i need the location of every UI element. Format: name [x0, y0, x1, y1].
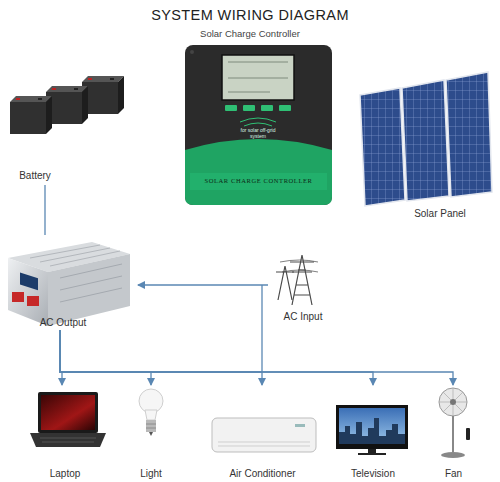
light-bulb-icon [139, 389, 163, 436]
appliance-node: Light [125, 385, 177, 482]
node-label: Fan [425, 468, 482, 480]
wire-connector [60, 330, 262, 385]
charge-controller [185, 45, 332, 205]
air-conditioner-icon [212, 418, 316, 452]
device-note: for solar off-grid system [232, 128, 284, 139]
charge-controller-node: Solar Charge ControllerSOLAR CHARGE CONT… [150, 27, 350, 207]
feed-wire [261, 285, 262, 372]
node-label: Light [125, 468, 177, 480]
node-label: Solar Panel [395, 208, 485, 220]
node-label: Battery [11, 170, 59, 182]
solar-panel-node: Solar Panel [355, 75, 495, 220]
wire-connector [60, 330, 151, 385]
diagram-title: SYSTEM WIRING DIAGRAM [0, 7, 500, 24]
node-label: AC Output [18, 317, 108, 329]
inverter-node: AC Output [3, 235, 138, 330]
fan-icon [439, 388, 470, 458]
power-tower [276, 255, 318, 305]
television-icon [336, 405, 408, 455]
node-label: Television [333, 468, 413, 480]
appliance-node: Fan [425, 385, 482, 482]
ac-input-node: AC Input [268, 245, 338, 325]
battery-node: Battery [5, 70, 130, 185]
appliance-node: Laptop [25, 385, 105, 482]
node-label: Solar Charge Controller [150, 29, 350, 40]
inverter [8, 242, 130, 326]
wire-connector [44, 185, 45, 235]
wire-connector [60, 330, 373, 385]
battery-bank [10, 76, 124, 134]
solar-panels [360, 72, 492, 206]
appliance-node: Television [333, 385, 413, 482]
device-print: SOLAR CHARGE CONTROLLER [185, 177, 332, 184]
appliance-node: Air Conditioner [205, 385, 320, 482]
node-label: Laptop [25, 468, 105, 480]
wire-connector [60, 330, 453, 385]
wire-connector [138, 284, 268, 285]
laptop-icon [30, 392, 106, 447]
node-label: Air Conditioner [205, 468, 320, 480]
node-label: AC Input [268, 311, 338, 323]
